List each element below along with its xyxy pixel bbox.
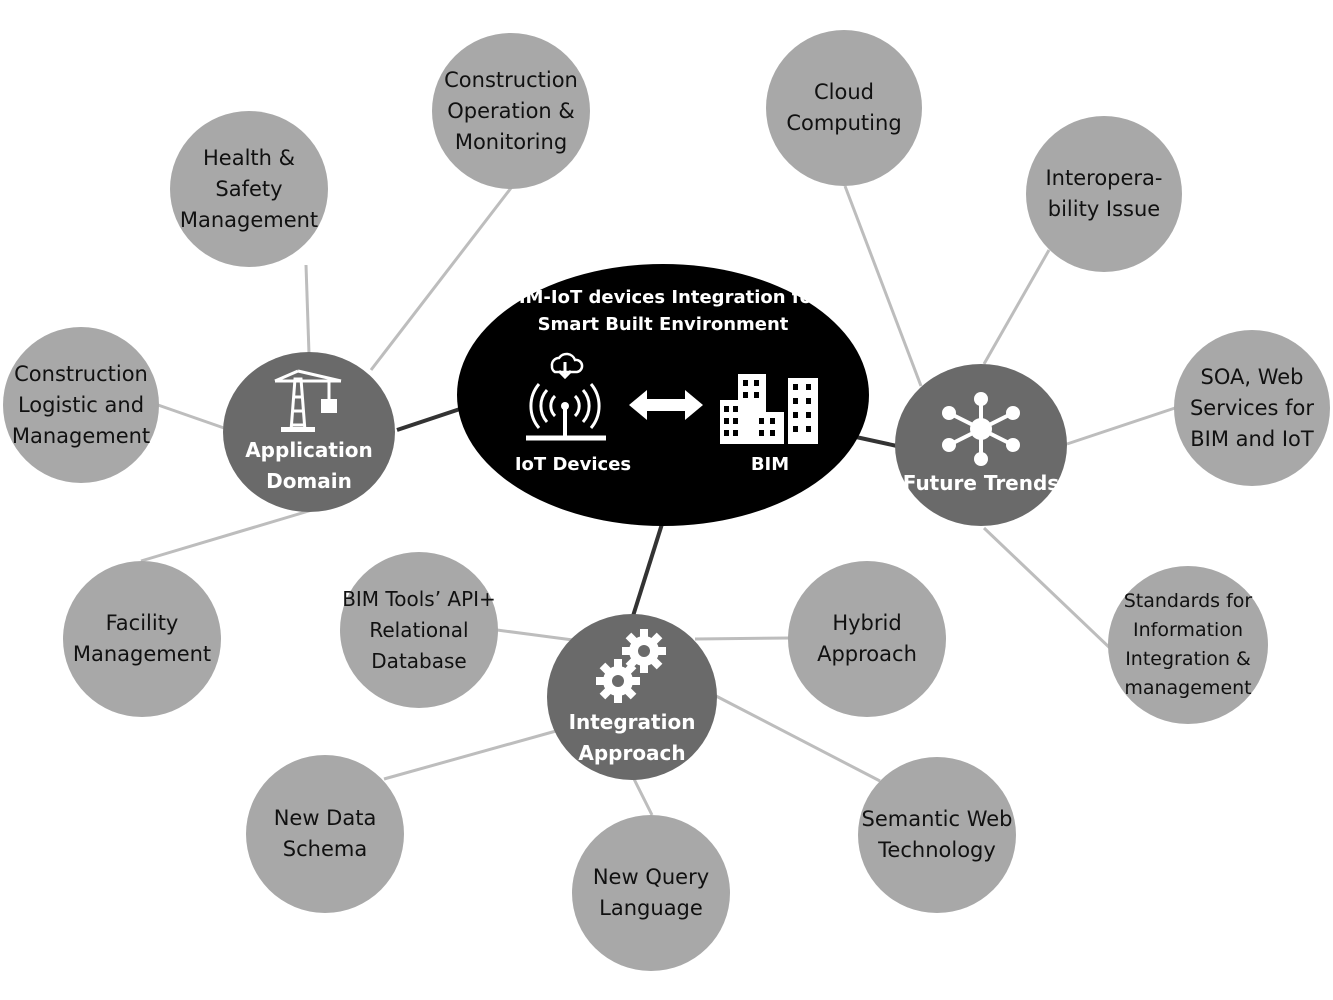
hub-future-trends: Future Trends bbox=[895, 364, 1067, 526]
hub-connector-line bbox=[631, 523, 664, 617]
leaf-connector-line bbox=[157, 403, 225, 430]
hub-connector-line bbox=[396, 406, 464, 432]
leaf-label: Health & Safety Management bbox=[179, 145, 319, 232]
hub-application-domain-label: Application Domain bbox=[245, 438, 373, 493]
leaf-label: BIM Tools’ API+ Relational Database bbox=[342, 586, 496, 673]
leaf-connector-line bbox=[369, 187, 513, 371]
hub-integration-approach: Integration Approach bbox=[547, 614, 717, 780]
leaf-facility-management: Facility Management bbox=[63, 561, 221, 717]
leaf-connector-line bbox=[383, 729, 557, 781]
leaf-connector-line bbox=[632, 778, 654, 816]
gears-icon bbox=[596, 629, 666, 703]
leaf-connector-line bbox=[304, 264, 311, 355]
leaf-label: Facility Management bbox=[72, 611, 212, 666]
hub-future-trends-label: Future Trends bbox=[902, 470, 1060, 495]
leaf-connector-line bbox=[694, 636, 791, 641]
leaf-connector-line bbox=[140, 508, 313, 563]
leaf-hybrid-approach: Hybrid Approach bbox=[788, 561, 946, 717]
leaf-soa-web-services: SOA, Web Services for BIM and IoT bbox=[1174, 330, 1330, 486]
buildings-icon bbox=[720, 374, 818, 444]
leaf-interoperability-issue: Interopera- bility Issue bbox=[1026, 116, 1182, 272]
leaf-construction-operation-monitoring: Construction Operation & Monitoring bbox=[432, 33, 590, 189]
leaf-new-query-language: New Query Language bbox=[572, 815, 730, 971]
leaf-bim-tools-api-relational-database: BIM Tools’ API+ Relational Database bbox=[340, 552, 498, 708]
leaf-standards-information-integration: Standards for Information Integration & … bbox=[1108, 566, 1268, 724]
leaf-connector-line bbox=[982, 249, 1051, 365]
leaf-label: Standards for Information Integration & … bbox=[1123, 590, 1253, 699]
leaf-connector-line bbox=[982, 526, 1114, 652]
leaf-construction-logistic-management: Construction Logistic and Management bbox=[3, 327, 159, 483]
leaf-connector-line bbox=[1066, 406, 1176, 446]
leaf-label: Interopera- bility Issue bbox=[1045, 166, 1163, 221]
iot-devices-label: IoT Devices bbox=[514, 454, 632, 475]
central-concept-node: BIM-IoT devices Integration for Smart Bu… bbox=[457, 264, 869, 526]
hub-integration-approach-label: Integration Approach bbox=[568, 710, 696, 765]
leaf-label: SOA, Web Services for BIM and IoT bbox=[1189, 364, 1315, 451]
leaf-label: Hybrid Approach bbox=[817, 611, 917, 666]
crane-icon bbox=[274, 369, 342, 432]
leaf-label: Construction Logistic and Management bbox=[11, 361, 151, 448]
leaf-connector-line bbox=[496, 628, 574, 642]
bim-label: BIM bbox=[750, 454, 790, 475]
double-arrow-icon bbox=[629, 390, 703, 420]
iot-antenna-icon bbox=[526, 352, 606, 441]
leaf-label: New Data Schema bbox=[273, 806, 377, 861]
central-concept-title: BIM-IoT devices Integration for Smart Bu… bbox=[505, 287, 821, 335]
leaf-new-data-schema: New Data Schema bbox=[246, 755, 404, 913]
leaf-label: Semantic Web Technology bbox=[861, 807, 1013, 862]
leaf-semantic-web-technology: Semantic Web Technology bbox=[858, 757, 1016, 913]
leaf-connector-line bbox=[715, 694, 881, 783]
leaf-health-safety-management: Health & Safety Management bbox=[170, 111, 328, 267]
leaf-cloud-computing: Cloud Computing bbox=[766, 30, 922, 186]
leaf-label: Construction Operation & Monitoring bbox=[444, 67, 578, 154]
network-icon bbox=[942, 391, 1020, 466]
leaf-label: Cloud Computing bbox=[786, 80, 902, 135]
hub-application-domain: Application Domain bbox=[223, 352, 395, 512]
leaf-connector-line bbox=[843, 185, 923, 387]
leaf-label: New Query Language bbox=[592, 865, 710, 920]
